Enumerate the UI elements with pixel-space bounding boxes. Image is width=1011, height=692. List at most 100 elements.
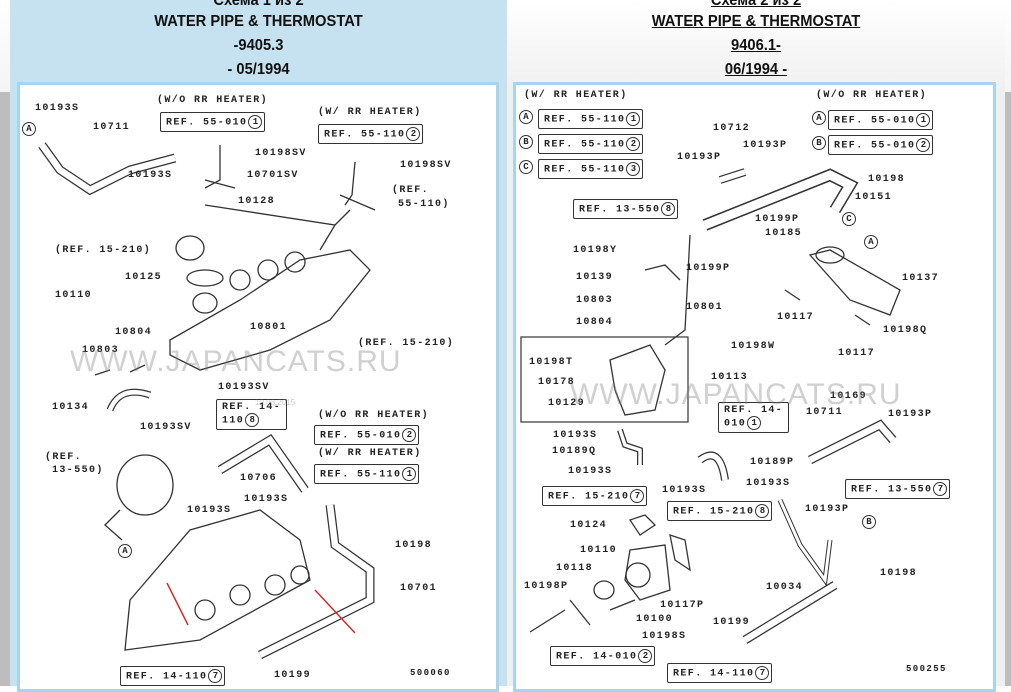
right-part-label: 10198S [642, 631, 687, 642]
left-ref-number-badge: 2 [406, 127, 421, 141]
left-ref-text: REF. 14-110 [126, 671, 208, 683]
right-part-label: 10711 [806, 407, 844, 418]
right-ref-number-badge: 1 [916, 113, 931, 127]
scheme-2-link-title[interactable]: WATER PIPE & THERMOSTAT [651, 13, 861, 30]
right-ref-number-badge: 3 [626, 162, 641, 176]
right-ref-text: REF. 55-110 [544, 139, 626, 151]
right-part-label: 10193P [677, 152, 722, 163]
right-part-label: 10193P [743, 140, 788, 151]
watermark: WWW.JAPANCATS.RU [70, 345, 402, 378]
right-part-label: 10137 [902, 273, 940, 284]
right-part-label: 10198 [880, 568, 918, 579]
left-part-label: 10804 [115, 327, 153, 338]
left-part-label: 10198SV [400, 160, 452, 171]
left-part-label: 10193SV [140, 422, 192, 433]
left-part-label: 10193SV [218, 382, 270, 393]
left-part-label: 13-550) [52, 465, 104, 476]
right-ref-number-badge: 2 [638, 649, 653, 663]
right-part-label: (W/O RR HEATER) [816, 90, 928, 101]
left-ref-number-badge: 2 [402, 428, 417, 442]
right-ref-number-badge: 7 [755, 666, 770, 680]
right-ref-number-badge: 2 [626, 137, 641, 151]
right-part-label: (W/ RR HEATER) [524, 90, 628, 101]
right-connector-callout: A [519, 110, 533, 124]
left-part-label: 10110 [55, 290, 93, 301]
scheme-2-link-date-from[interactable]: 9406.1- [731, 37, 781, 54]
right-part-label: 10199P [686, 263, 731, 274]
right-ref-number-badge: 1 [626, 112, 641, 126]
right-connector-callout: B [812, 136, 826, 150]
right-part-label: 10169 [830, 391, 868, 402]
scheme-2-link-date-to[interactable]: 06/1994 - [724, 61, 788, 78]
right-ref-number-badge: 2 [916, 138, 931, 152]
left-part-label: (W/ RR HEATER) [318, 448, 422, 459]
right-ref-text: REF. 14-110 [673, 668, 755, 680]
left-part-label: 10803 [82, 345, 120, 356]
left-ref-text: REF. 55-010 [166, 117, 248, 129]
right-part-label: 10801 [686, 302, 724, 313]
right-connector-callout: A [812, 111, 826, 125]
left-part-label: 10801 [250, 322, 288, 333]
right-connector-callout: C [842, 212, 856, 226]
scheme-1-counter: Схема 1 из 2 [213, 0, 304, 9]
right-ref-number-badge: 1 [747, 416, 762, 430]
left-connector-callout: A [22, 122, 36, 136]
right-part-label: 10151 [855, 192, 893, 203]
left-part-label: 10128 [238, 196, 276, 207]
left-part-label: 10198 [395, 540, 433, 551]
right-ref-text: REF. 14-010 [724, 405, 784, 430]
left-part-label: (W/ RR HEATER) [318, 107, 422, 118]
right-part-label: 10118 [556, 563, 594, 574]
left-connector-callout: A [118, 544, 132, 558]
scheme-1-date-from: -9405.3 [233, 37, 284, 54]
left-part-label: 10701SV [247, 170, 299, 181]
watermark-date: 10.03.2015 [255, 398, 296, 407]
right-part-label: 10193P [888, 409, 933, 420]
right-part-label: 10110 [580, 545, 618, 556]
left-part-label: 10198SV [255, 148, 307, 159]
left-part-label: 10193S [244, 494, 289, 505]
right-connector-callout: B [862, 515, 876, 529]
right-part-label: 10100 [636, 614, 674, 625]
left-part-label: 10711 [93, 122, 131, 133]
left-part-label: (W/O RR HEATER) [157, 95, 269, 106]
left-ref-text: REF. 55-010 [320, 430, 402, 442]
right-part-label: 10178 [538, 377, 576, 388]
left-part-label: (REF. 15-210) [55, 245, 152, 256]
left-part-label: (REF. [392, 185, 430, 196]
watermark: WWW.JAPANCATS.RU [570, 378, 902, 411]
left-ref-text: REF. 55-110 [324, 129, 406, 141]
left-part-label: 10701 [400, 583, 438, 594]
left-part-label: (W/O RR HEATER) [318, 410, 430, 421]
right-ref-number-badge: 7 [630, 489, 645, 503]
right-part-label: 10117 [838, 348, 876, 359]
right-part-label: 10199P [755, 214, 800, 225]
right-ref-text: REF. 55-010 [834, 140, 916, 152]
right-part-label: 10034 [766, 582, 804, 593]
right-ref-text: REF. 13-550 [579, 204, 661, 216]
scheme-2-link-counter[interactable]: Схема 2 из 2 [710, 0, 802, 9]
scheme-1-date-to: - 05/1994 [227, 61, 290, 78]
left-part-label: 55-110) [398, 199, 450, 210]
left-part-label: (REF. 15-210) [358, 338, 455, 349]
right-part-label: 10198 [868, 174, 906, 185]
right-part-label: 10193S [662, 485, 707, 496]
